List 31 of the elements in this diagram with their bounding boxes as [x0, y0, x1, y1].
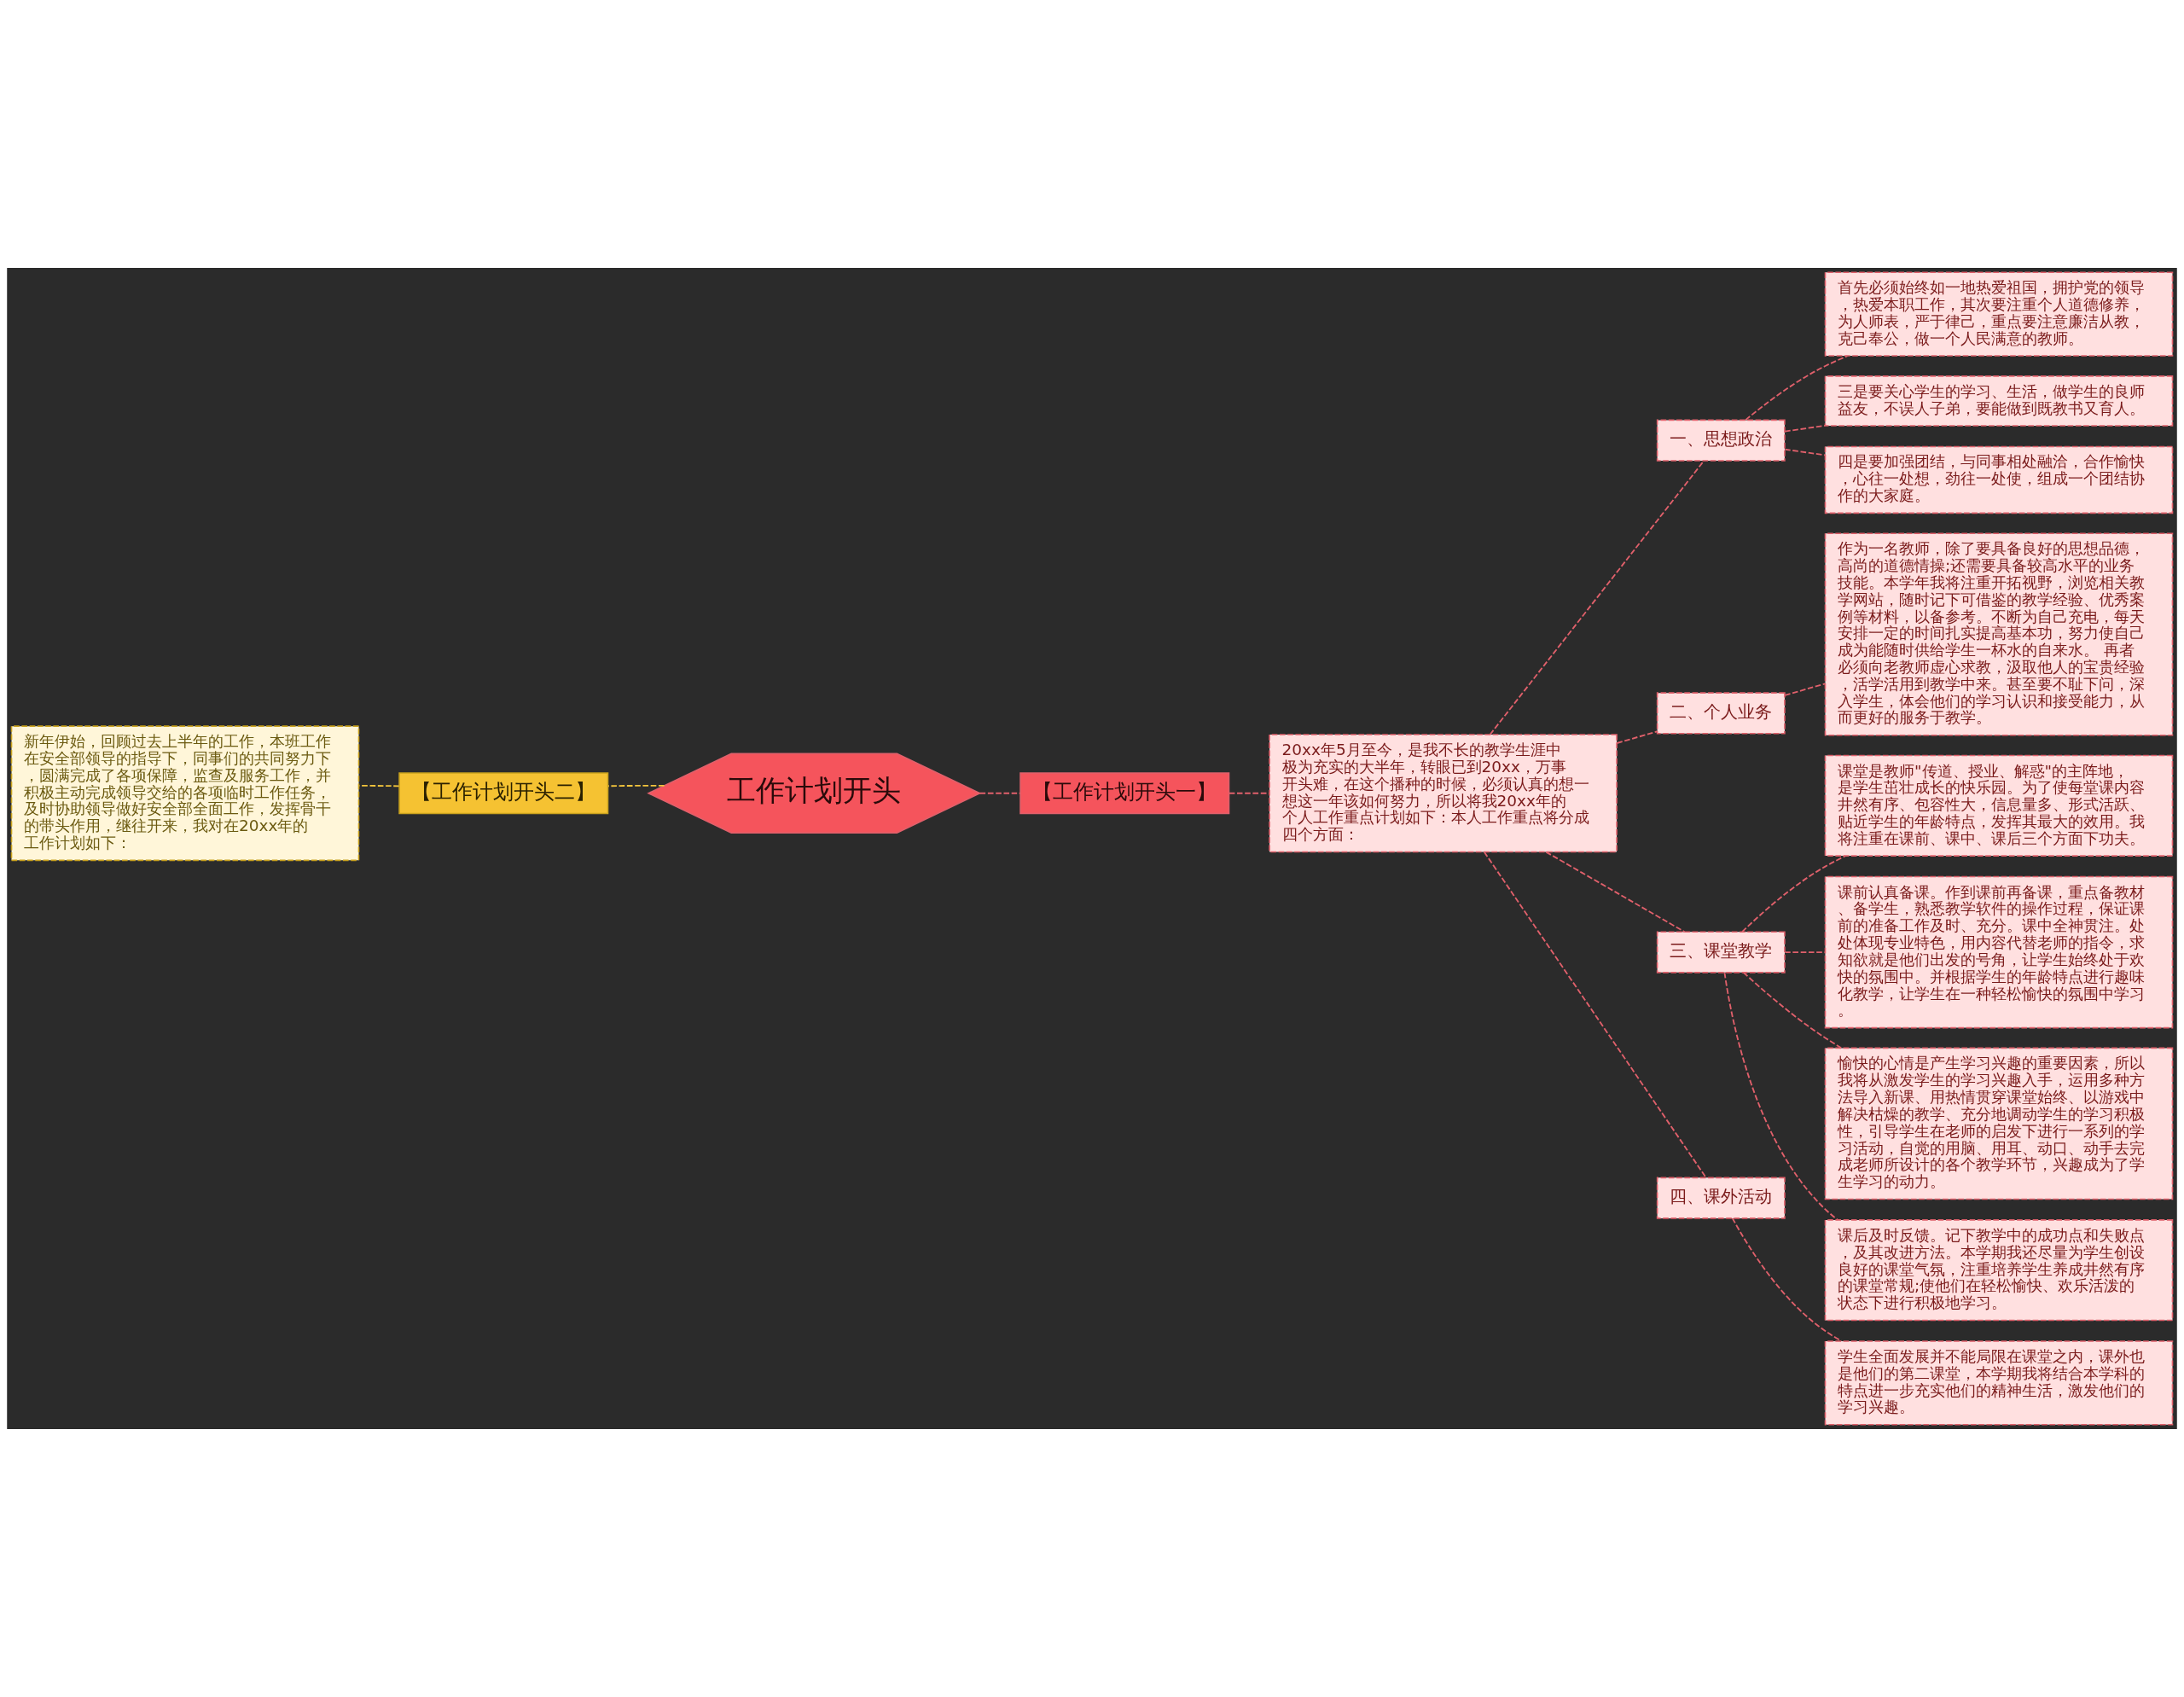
node-box: 【工作计划开头一】 — [1019, 772, 1230, 815]
connector — [1742, 971, 1843, 1049]
node-box: 作为一名教师，除了要具备良好的思想品德，高尚的道德情操;还需要具备较高水平的业务技能。本学年我将注重开拓视野，浏览相关教学网站，随时记下可借鉴的教学经验、优秀案例等材料，以备参考。不断为自己充电，每天安排一定的时间扎实提高基本功，努力使自己成为能随时供给学生一杯水的自来水。 再者必须向老教师虚心求教，汲取他人的宝贵经验，活学活用到教学中来。甚至要不耻下问，深入学生，体会他们的学习认识和接受能力，从而更好的服务于教学。 — [1824, 532, 2174, 736]
connector — [1741, 855, 1847, 933]
connector — [1489, 460, 1705, 735]
node-box: 三是要关心学生的学习、生活，做学生的良师益友，不误人子弟，要能做到既教书又育人。 — [1824, 375, 2174, 427]
node-box: 课前认真备课。作到课前再备课，重点备教材、备学生，熟悉教学软件的操作过程，保证课前的准备工作及时、充分。课中全神贯注。处处体现专业特色，用内容代替老师的指令，求知欲就是他们出发的号角，让学生始终处于欢快的氛围中。并根据学生的年龄特点进行趣味化教学，让学生在一种轻松愉快的氛围中学习。 — [1824, 875, 2174, 1029]
connector — [1745, 355, 1849, 421]
node-box: 愉快的心情是产生学习兴趣的重要因素，所以我将从激发学生的学习兴趣入手，运用多种方法导入新课、用热情贯穿课堂始终、以游戏中解决枯燥的教学、充分地调动学生的学习积极性，引导学生在老师的启发下进行一系列的学习活动，自觉的用脑、用耳、动口、动手去完成老师所设计的各个教学环节，兴趣成为了学生学习的动力。 — [1824, 1047, 2174, 1200]
node-box: 一、思想政治 — [1656, 419, 1786, 462]
node-box: 四是要加强团结，与同事相处融洽，合作愉快，心往一处想，劲往一处使，组成一个团结协作的大家庭。 — [1824, 445, 2174, 514]
connector — [607, 784, 665, 787]
node-box: 四、课外活动 — [1656, 1177, 1786, 1219]
node-box: 学生全面发展并不能局限在课堂之内，课外也是他们的第二课堂，本学期我将结合本学科的特点进一步充实他们的精神生活，激发他们的学习兴趣。 — [1824, 1340, 2174, 1426]
connector — [1545, 851, 1686, 933]
node-box: 二、个人业务 — [1656, 692, 1786, 735]
connector — [1228, 792, 1270, 794]
node-box: 课后及时反馈。记下教学中的成功点和失败点，及其改进方法。本学期我还尽量为学生创设良好的课堂气氛，注重培养学生养成井然有序的课堂常规;使他们在轻松愉快、欢乐活泼的状态下进行积极地学习。 — [1824, 1219, 2174, 1322]
connector — [1483, 851, 1707, 1178]
node-box: 20xx年5月至今，是我不长的教学生涯中极为充实的大半年，转眼已到20xx，万事开头难，在这个播种的时候，必须认真的想一想这一年该如何努力，所以将我20xx年的个人工作重点计划如下：本人工作重点将分成四个方面： — [1269, 734, 1618, 853]
node-box: 课堂是教师"传道、授业、解惑"的主阵地，是学生茁壮成长的快乐园。为了使每堂课内容井然有序、包容性大，信息量多、形式活跃、贴近学生的年龄特点，发挥其最大的效用。我将注重在课前、课中、课后三个方面下功夫。 — [1824, 754, 2174, 857]
node-box: 三、课堂教学 — [1656, 931, 1786, 973]
connector — [1784, 448, 1827, 456]
connector — [1784, 424, 1827, 433]
connector — [1784, 683, 1827, 696]
node-box: 首先必须始终如一地热爱祖国，拥护党的领导，热爱本职工作，其次要注重个人道德修养，为人师表，严于律己，重点要注意廉洁从教，克己奉公，做一个人民满意的教师。 — [1824, 271, 2174, 357]
node-box: 新年伊始，回顾过去上半年的工作，本班工作在安全部领导的指导下，同事们的共同努力下，圆满完成了各项保障，监查及服务工作，并积极主动完成领导交给的各项临时工作任务，及时协助领导做好安全部全面工作，发挥骨干的带头作用，继往开来，我对在20xx年的工作计划如下： — [10, 725, 360, 862]
node-box: 【工作计划开头二】 — [398, 772, 609, 815]
connector — [1616, 730, 1658, 744]
connector — [979, 792, 1021, 794]
connector — [1723, 972, 1838, 1221]
